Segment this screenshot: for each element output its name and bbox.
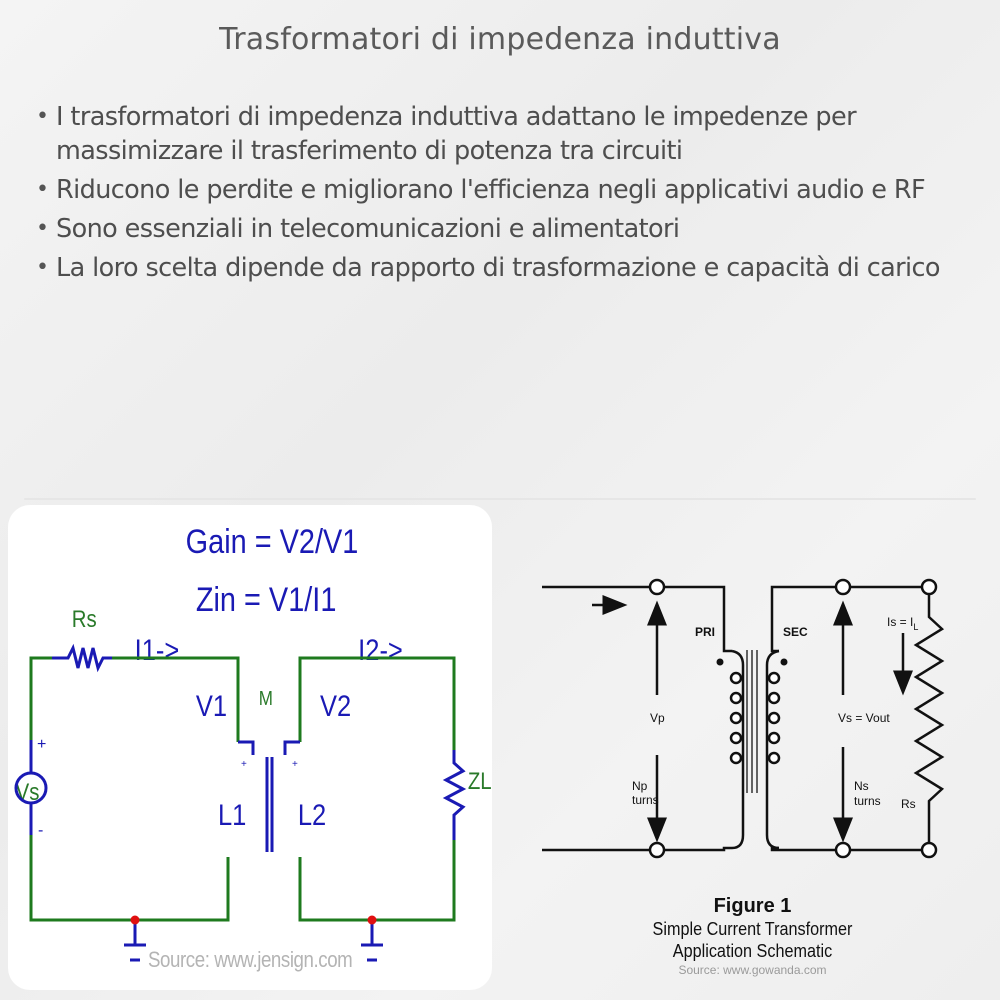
primary-coil-icon (731, 649, 745, 850)
rs-resistor-icon (52, 643, 112, 673)
np-label: Np (632, 779, 648, 793)
pri-label: PRI (695, 625, 715, 639)
np-turns-label: turns (632, 793, 659, 807)
bullet-item: •Riducono le perdite e migliorano l'effi… (36, 175, 926, 205)
secondary-coil-icon (765, 649, 780, 850)
schematic-left-svg: Gain = V2/V1 Zin = V1/I1 I1-> I2-> V1 V2… (14, 522, 492, 962)
bullet-list: •I trasformatori di impedenza induttiva … (36, 100, 976, 290)
svg-text:+: + (241, 759, 247, 770)
schematic-right-svg: PRI SEC Vp Np turns Vs = Vout Ns turns R… (542, 578, 945, 859)
ground-node-icon (130, 915, 140, 925)
bullet-dot-icon: • (36, 177, 49, 202)
v2-label: V2 (320, 689, 351, 722)
wire-group (542, 585, 945, 852)
figure-caption-line2: Application Schematic (672, 941, 833, 961)
terminal-icons (648, 578, 938, 859)
i1-label: I1-> (135, 633, 180, 666)
vs-vout-label: Vs = Vout (838, 711, 890, 725)
l1-label: L1 (218, 798, 246, 831)
vs-minus-sign: - (38, 822, 43, 839)
zin-formula: Zin = V1/I1 (196, 580, 337, 619)
bullet-dot-icon: • (36, 255, 49, 280)
source-credit-right: Source: www.gowanda.com (678, 963, 827, 977)
l2-label: L2 (298, 798, 326, 831)
coil-loops (729, 671, 781, 765)
vp-label: Vp (650, 711, 665, 725)
rs-load-resistor-icon (913, 594, 945, 843)
gain-formula: Gain = V2/V1 (186, 522, 359, 561)
page-title: Trasformatori di impedenza induttiva (219, 22, 781, 57)
ns-turns-label: turns (854, 794, 881, 808)
zl-label: ZL (468, 767, 492, 794)
v1-label: V1 (196, 689, 227, 722)
rs-label: Rs (72, 605, 97, 632)
svg-text:+: + (292, 759, 298, 770)
sec-label: SEC (783, 625, 808, 639)
polarity-dot-icon (780, 658, 788, 666)
ns-label: Ns (854, 779, 869, 793)
l1-coil-icon (238, 740, 255, 755)
arrows (592, 595, 913, 843)
bullet-dot-icon: • (36, 216, 49, 241)
figure-caption-line1: Simple Current Transformer (652, 919, 853, 939)
bullet-dot-icon: • (36, 104, 49, 129)
figure-caption-title: Figure 1 (713, 895, 792, 917)
polarity-dot-icon (716, 658, 724, 666)
impedance-transformer-schematic: Gain = V2/V1 Zin = V1/I1 I1-> I2-> V1 V2… (8, 505, 492, 990)
m-label: M (259, 687, 273, 710)
zl-resistor-icon (442, 750, 467, 840)
rs-label: Rs (901, 797, 916, 811)
wire-group (29, 656, 456, 922)
bullet-item: •La loro scelta dipende da rapporto di t… (36, 253, 941, 283)
vs-plus-sign: + (37, 736, 46, 753)
core-lines-icon (746, 650, 758, 793)
i2-label: I2-> (358, 633, 403, 666)
current-transformer-schematic: PRI SEC Vp Np turns Vs = Vout Ns turns R… (505, 505, 1000, 990)
bullet-item: •Sono essenziali in telecomunicazioni e … (36, 214, 680, 244)
is-label: Is = IL (887, 615, 918, 632)
bullet-item: •I trasformatori di impedenza induttiva … (36, 102, 857, 166)
ground-node-icon (367, 915, 377, 925)
section-divider (24, 498, 976, 500)
source-credit-left: Source: www.jensign.com (148, 947, 353, 972)
l2-coil-icon (283, 740, 300, 755)
